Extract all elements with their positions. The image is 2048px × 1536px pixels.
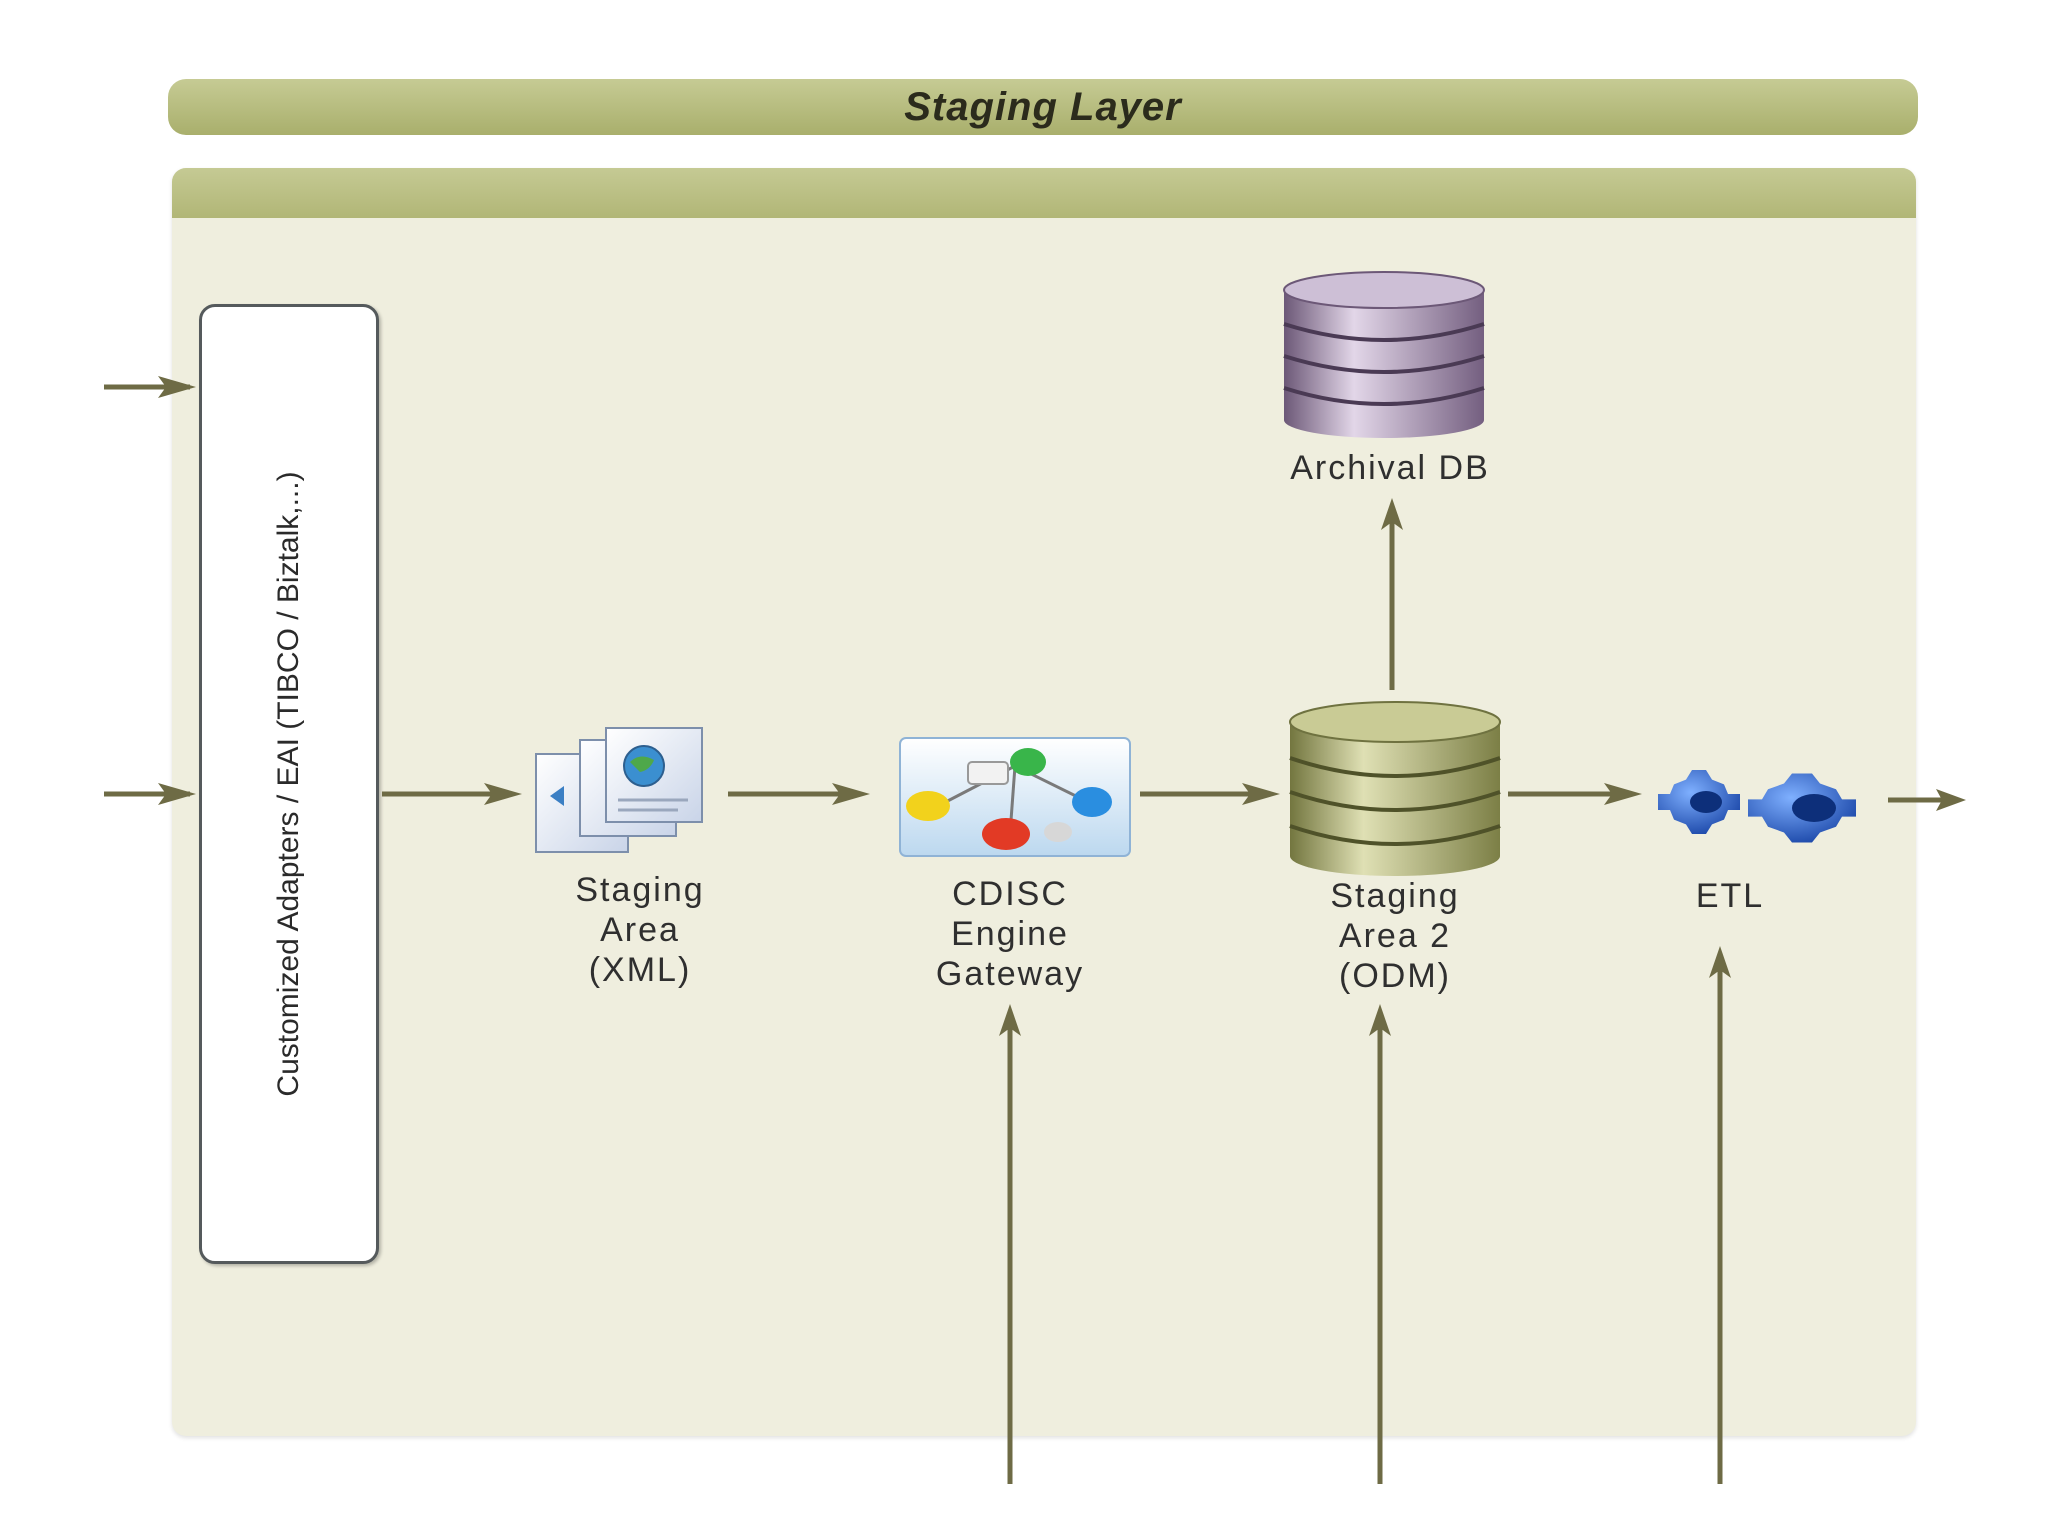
staging-layer-header: Staging Layer bbox=[168, 79, 1918, 135]
staging-area-xml-label: Staging Area (XML) bbox=[575, 871, 705, 989]
diagram-title: Staging Layer bbox=[904, 84, 1182, 129]
adapters-box: Customized Adapters / EAI (TIBCO / Bizta… bbox=[199, 304, 379, 1264]
arrowhead-cdisc-to-staging2 bbox=[1242, 783, 1280, 805]
cdisc-engine-icon bbox=[899, 737, 1131, 857]
arrowhead-xml-to-cdisc bbox=[832, 783, 870, 805]
arrowhead-etl-output bbox=[1936, 789, 1966, 811]
etl-label: ETL bbox=[1695, 877, 1765, 915]
arrowhead-input-top bbox=[158, 376, 196, 398]
arrowhead-staging2-to-etl bbox=[1604, 783, 1642, 805]
arrowhead-staging2-to-archival bbox=[1381, 498, 1403, 530]
staging-layer-panel bbox=[172, 168, 1916, 1436]
arrowhead-bottom-to-staging2 bbox=[1369, 1004, 1391, 1036]
panel-header-bar bbox=[172, 168, 1916, 218]
staging-area-2-label: Staging Area 2 (ODM) bbox=[1330, 877, 1460, 995]
xml-documents-icon bbox=[535, 727, 703, 853]
gold-database-icon bbox=[1289, 701, 1501, 876]
gears-icon bbox=[1658, 770, 1856, 843]
arrowhead-adapters-to-xml bbox=[484, 783, 522, 805]
arrowhead-bottom-to-cdisc bbox=[999, 1004, 1021, 1036]
arrowhead-bottom-to-etl bbox=[1709, 946, 1731, 978]
arrowhead-input-middle bbox=[158, 783, 196, 805]
cdisc-engine-label: CDISC Engine Gateway bbox=[935, 875, 1085, 993]
archival-db-label: Archival DB bbox=[1290, 449, 1490, 487]
purple-database-icon bbox=[1283, 271, 1485, 438]
